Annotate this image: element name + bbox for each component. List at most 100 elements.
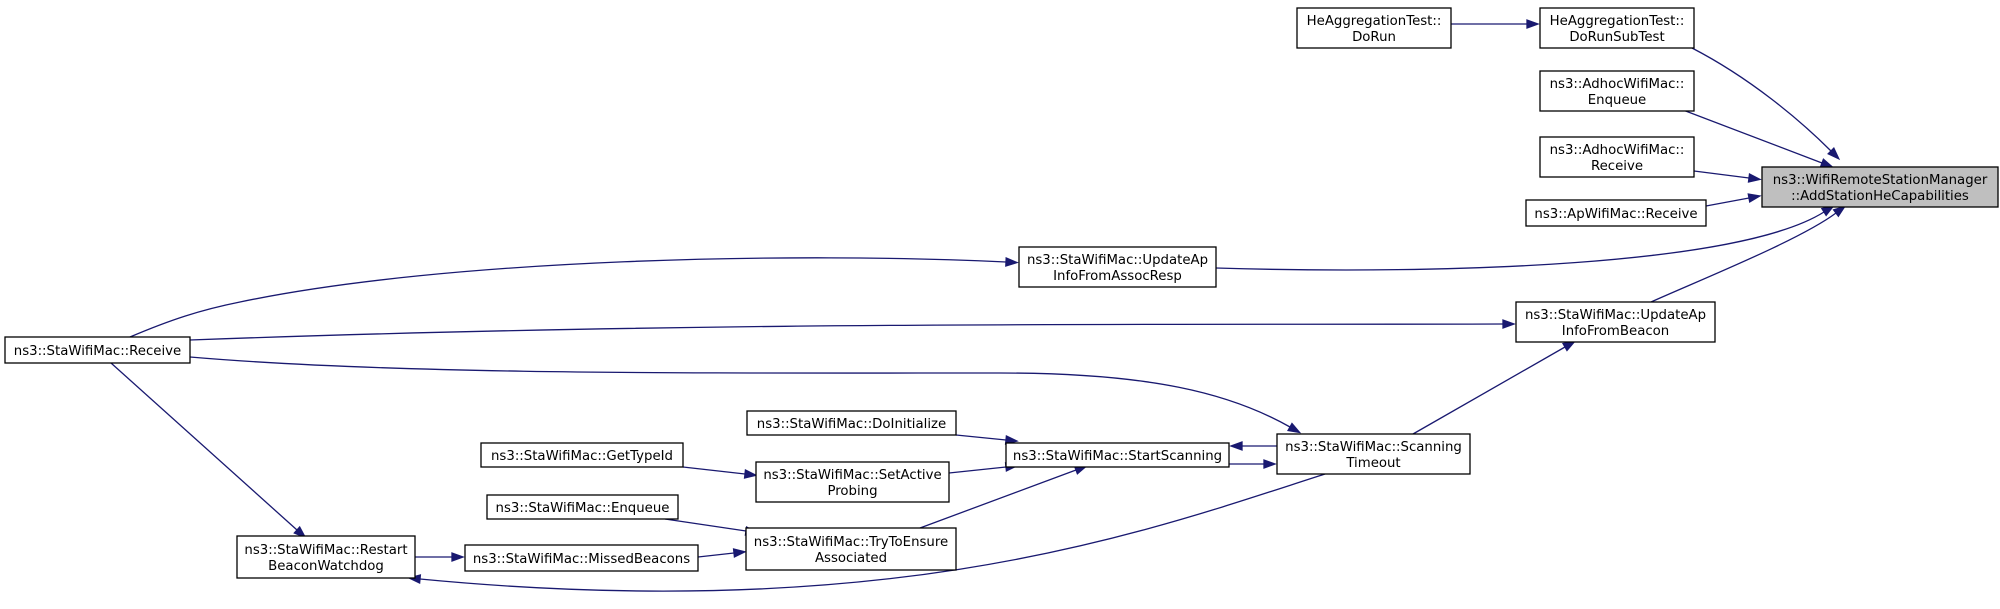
arrowhead-icon xyxy=(1827,147,1841,161)
arrowhead-icon xyxy=(1287,422,1302,434)
node-label-line: ns3::StaWifiMac::Receive xyxy=(14,344,181,359)
node-box xyxy=(745,527,957,571)
edge-adhoc_enqueue-to-root xyxy=(1682,109,1835,168)
node-label-line: ns3::StaWifiMac::Enqueue xyxy=(496,501,670,516)
node-he-dorun[interactable]: HeAggregationTest::DoRun xyxy=(1296,7,1452,49)
node-adhoc-enqueue[interactable]: ns3::AdhocWifiMac::Enqueue xyxy=(1539,70,1695,112)
node-box xyxy=(1276,433,1471,475)
node-box xyxy=(1539,136,1695,178)
node-sta-receive[interactable]: ns3::StaWifiMac::Receive xyxy=(4,336,191,364)
node-missed-beacons[interactable]: ns3::StaWifiMac::MissedBeacons xyxy=(464,544,699,572)
node-box xyxy=(755,461,950,503)
node-label-line: HeAggregationTest:: xyxy=(1550,14,1685,29)
node-box xyxy=(1515,301,1716,343)
arrowhead-icon xyxy=(1747,173,1762,183)
node-label-line: ns3::WifiRemoteStationManager xyxy=(1773,173,1988,188)
edge-sta_receive-to-update_beacon xyxy=(189,319,1516,341)
arrowhead-icon xyxy=(1819,158,1835,168)
node-ap-receive[interactable]: ns3::ApWifiMac::Receive xyxy=(1525,199,1707,227)
node-box xyxy=(4,336,191,364)
node-box xyxy=(236,535,416,579)
arrowhead-icon xyxy=(1526,19,1540,29)
node-label-line: ns3::StaWifiMac::Scanning xyxy=(1285,440,1462,455)
edge-start_scanning-to-scan_timeout xyxy=(1229,459,1277,469)
edge-update_beacon-to-root xyxy=(1650,205,1847,303)
node-adhoc-receive[interactable]: ns3::AdhocWifiMac::Receive xyxy=(1539,136,1695,178)
edge-sta_receive-to-restart_watchdog xyxy=(110,362,307,539)
node-label-line: ns3::StaWifiMac::UpdateAp xyxy=(1027,253,1208,268)
node-label-line: ns3::AdhocWifiMac:: xyxy=(1550,77,1685,92)
edge-adhoc_receive-to-root xyxy=(1693,170,1762,183)
arrowhead-icon xyxy=(1561,340,1577,352)
node-label-line: ns3::StaWifiMac::TryToEnsure xyxy=(754,535,948,550)
edge-scan_timeout-to-update_beacon xyxy=(1412,340,1577,435)
edge-sta_receive-to-update_assoc xyxy=(129,257,1019,338)
arrowhead-icon xyxy=(743,469,758,479)
node-label-line: ns3::StaWifiMac::Restart xyxy=(244,543,407,558)
arrowhead-icon xyxy=(1005,257,1019,267)
node-label-line: ns3::StaWifiMac::UpdateAp xyxy=(1525,308,1706,323)
node-label-line: ns3::StaWifiMac::DoInitialize xyxy=(757,417,946,432)
node-label-line: Probing xyxy=(827,484,877,499)
node-box xyxy=(746,410,957,436)
node-label-line: BeaconWatchdog xyxy=(268,559,384,574)
arrowhead-icon xyxy=(1832,205,1847,218)
node-do-initialize[interactable]: ns3::StaWifiMac::DoInitialize xyxy=(746,410,957,436)
node-label-line: InfoFromBeacon xyxy=(1562,324,1669,339)
node-label-line: Timeout xyxy=(1345,456,1400,471)
node-label-line: ::AddStationHeCapabilities xyxy=(1791,189,1969,204)
arrowhead-icon xyxy=(1229,441,1243,451)
node-label-line: HeAggregationTest:: xyxy=(1307,14,1442,29)
node-box xyxy=(486,494,679,520)
node-box xyxy=(480,442,684,468)
node-update-assoc[interactable]: ns3::StaWifiMac::UpdateApInfoFromAssocRe… xyxy=(1018,246,1217,288)
arrowhead-icon xyxy=(293,525,307,539)
edge-update_assoc-to-root xyxy=(1215,205,1835,271)
arrowhead-icon xyxy=(451,552,465,562)
node-box xyxy=(1018,246,1217,288)
edge-sta_enqueue-to-try_ensure xyxy=(664,518,759,536)
edge-he_dorunsubtest-to-root xyxy=(1691,47,1841,161)
node-he-dorunsubtest[interactable]: HeAggregationTest::DoRunSubTest xyxy=(1539,7,1695,49)
edge-ap_receive-to-root xyxy=(1705,193,1762,207)
nodes-layer: ns3::WifiRemoteStationManager::AddStatio… xyxy=(4,7,1999,579)
arrowhead-icon xyxy=(1502,319,1516,329)
node-box xyxy=(1005,442,1230,468)
node-label-line: ns3::StaWifiMac::SetActive xyxy=(763,468,941,483)
edge-missed_beacons-to-try_ensure xyxy=(697,548,747,558)
node-root[interactable]: ns3::WifiRemoteStationManager::AddStatio… xyxy=(1761,166,1999,208)
edge-restart_watchdog-to-missed_beacons xyxy=(415,552,465,562)
node-label-line: DoRunSubTest xyxy=(1569,30,1664,45)
arrowhead-icon xyxy=(1263,459,1277,469)
node-box xyxy=(1539,70,1695,112)
edge-scan_timeout-to-start_scanning xyxy=(1229,441,1277,451)
node-box xyxy=(1525,199,1707,227)
node-label-line: Enqueue xyxy=(1588,93,1647,108)
node-label-line: InfoFromAssocResp xyxy=(1053,269,1182,284)
node-label-line: ns3::StaWifiMac::MissedBeacons xyxy=(473,552,690,567)
node-box xyxy=(1761,166,1999,208)
edge-sta_receive-to-scan_timeout xyxy=(189,356,1302,434)
node-label-line: Associated xyxy=(815,551,887,566)
node-start-scanning[interactable]: ns3::StaWifiMac::StartScanning xyxy=(1005,442,1230,468)
edge-get_typeid-to-set_active xyxy=(682,466,758,479)
edges-layer xyxy=(110,19,1847,592)
node-box xyxy=(1296,7,1452,49)
node-get-typeid[interactable]: ns3::StaWifiMac::GetTypeId xyxy=(480,442,684,468)
node-box xyxy=(1539,7,1695,49)
node-label-line: Receive xyxy=(1591,159,1643,174)
node-label-line: ns3::AdhocWifiMac:: xyxy=(1550,143,1685,158)
arrowhead-icon xyxy=(732,548,747,558)
node-sta-enqueue[interactable]: ns3::StaWifiMac::Enqueue xyxy=(486,494,679,520)
arrowhead-icon xyxy=(1747,193,1762,203)
node-box xyxy=(464,544,699,572)
node-label-line: ns3::ApWifiMac::Receive xyxy=(1534,207,1697,222)
edge-he_dorun-to-he_dorunsubtest xyxy=(1451,19,1540,29)
node-label-line: ns3::StaWifiMac::StartScanning xyxy=(1013,449,1222,464)
node-label-line: DoRun xyxy=(1352,30,1396,45)
